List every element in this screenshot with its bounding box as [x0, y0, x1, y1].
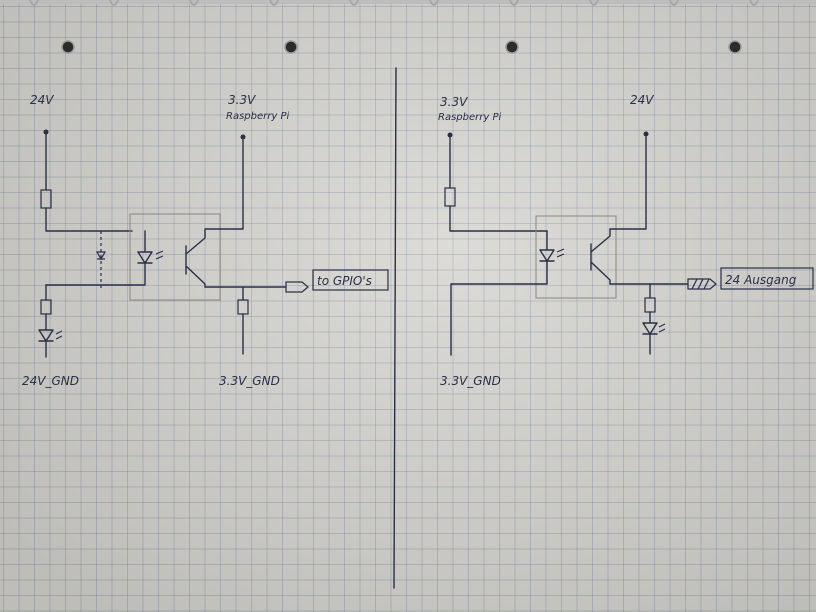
- resistor-icon: [40, 189, 52, 209]
- punch-hole: [505, 40, 519, 54]
- left-circuit: [38, 129, 389, 358]
- output-label-box: [720, 267, 814, 290]
- resistor-icon: [237, 299, 249, 315]
- pi-supply-node: [447, 132, 453, 138]
- pi-sublabel: Raspberry Pi: [226, 111, 289, 122]
- gnd-label: 3.3V_GND: [440, 374, 501, 388]
- led-icon: [155, 250, 164, 260]
- punch-hole: [728, 40, 742, 54]
- pi-supply-node: [240, 134, 246, 140]
- gnd-left-label: 24V_GND: [22, 374, 79, 388]
- output-arrow-icon: [687, 278, 717, 290]
- output-label: 24 Ausgang: [725, 273, 797, 287]
- pi-label: 3.3V: [228, 93, 256, 107]
- diode-icon: [95, 251, 107, 261]
- resistor-icon: [644, 297, 656, 313]
- optocoupler-box: [535, 215, 617, 299]
- led-icon: [556, 248, 565, 258]
- output-label: to GPIO's: [317, 274, 372, 288]
- supply-node: [43, 129, 49, 135]
- pi-label: 3.3V: [440, 95, 468, 109]
- resistor-icon: [40, 299, 52, 315]
- pi-sublabel: Raspberry Pi: [438, 112, 501, 123]
- output-arrow-icon: [285, 281, 309, 293]
- punch-hole: [284, 40, 298, 54]
- resistor-icon: [444, 187, 456, 207]
- spiral-binding: [0, 0, 816, 6]
- supply-node: [643, 131, 649, 137]
- output-label-box: [312, 269, 389, 291]
- supply-label: 24V: [30, 93, 54, 107]
- divider-line: [393, 67, 397, 589]
- optocoupler-box: [129, 213, 221, 301]
- led-icon: [55, 330, 63, 340]
- supply-label: 24V: [630, 93, 654, 107]
- right-circuit: [444, 131, 814, 356]
- punch-hole: [61, 40, 75, 54]
- led-icon: [658, 323, 666, 333]
- gnd-right-label: 3.3V_GND: [219, 374, 280, 388]
